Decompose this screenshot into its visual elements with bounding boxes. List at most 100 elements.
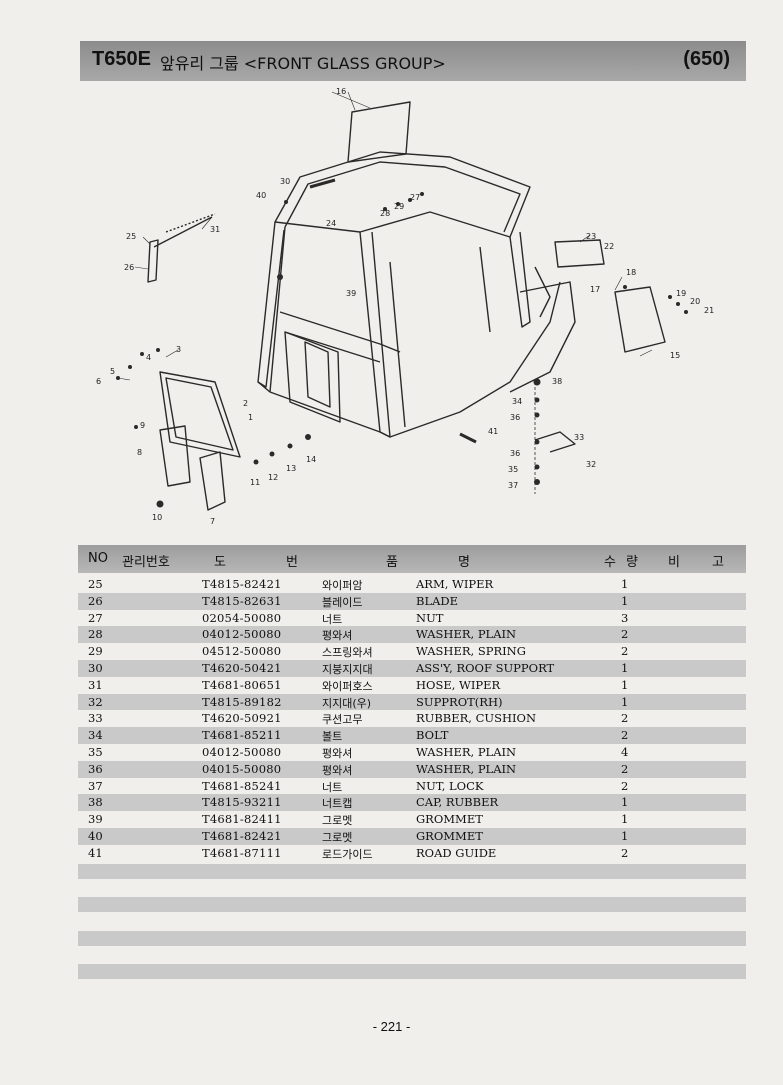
callout-37: 37 [508,481,518,490]
parts-table-body: 25 T4815-82421 와이퍼암 ARM, WIPER 1 26 T481… [78,576,746,862]
row-quantity: 2 [621,711,629,726]
callout-33: 33 [574,433,584,442]
header-remarks-char-1: 비 [668,555,680,570]
row-quantity: 1 [621,677,629,692]
row-part-number: T4681-82421 [202,828,282,843]
row-part-number: 02054-50080 [202,610,282,625]
table-row: 38 T4815-93211 너트캡 CAP, RUBBER 1 [78,794,746,812]
row-part-number: T4681-80651 [202,677,282,692]
header-name-char-2: 명 [458,555,470,570]
row-no: 37 [88,778,103,793]
row-korean-name: 지지대(우) [322,696,372,710]
callout-10: 10 [152,513,162,522]
callout-28: 28 [380,209,390,218]
callout-17: 17 [590,285,600,294]
row-part-number: T4815-89182 [202,694,282,709]
row-quantity: 1 [621,828,629,843]
row-english-name: WASHER, PLAIN [416,627,517,642]
row-quantity: 2 [621,644,629,659]
row-english-name: BLADE [416,593,459,608]
row-no: 28 [88,627,103,642]
row-quantity: 2 [621,627,629,642]
table-row: 29 04512-50080 스프링와셔 WASHER, SPRING 2 [78,643,746,660]
callout-31: 31 [210,225,220,234]
row-part-number: 04015-50080 [202,761,282,776]
row-no: 30 [88,660,103,675]
header-drawing-char-2: 번 [286,555,298,570]
row-english-name: SUPPROT(RH) [416,694,503,709]
row-part-number: 04512-50080 [202,644,282,659]
row-english-name: NUT [416,610,444,625]
callout-14: 14 [306,455,316,464]
callout-1: 1 [248,413,253,422]
section-code: (650) [683,48,730,70]
row-quantity: 2 [621,778,629,793]
parts-table-header: NO 관리번호 도 번 품 명 수 량 비 고 [78,545,746,573]
model-name: T650E [92,48,151,70]
row-part-number: T4681-87111 [202,845,282,860]
table-row: 40 T4681-82421 그로멧 GROMMET 1 [78,827,746,845]
table-row: 26 T4815-82631 블레이드 BLADE 1 [78,592,746,610]
row-no: 38 [88,795,103,810]
row-part-number: T4815-93211 [202,795,282,810]
row-no: 39 [88,812,103,827]
row-korean-name: 로드가이드 [322,847,373,861]
callout-18: 18 [626,268,636,277]
callout-27: 27 [410,193,420,202]
callout-24: 24 [326,219,336,228]
callout-9: 9 [140,421,145,430]
row-english-name: GROMMET [416,812,483,827]
row-english-name: RUBBER, CUSHION [416,711,537,726]
callout-13: 13 [286,464,296,473]
row-no: 27 [88,610,103,625]
row-part-number: T4815-82421 [202,577,282,591]
callout-6: 6 [96,377,101,386]
row-quantity: 2 [621,845,629,860]
row-no: 35 [88,744,103,759]
row-korean-name: 와이퍼호스 [322,679,373,693]
empty-table-band [78,964,746,979]
callout-12: 12 [268,473,278,482]
callout-30: 30 [280,177,290,186]
table-row: 31 T4681-80651 와이퍼호스 HOSE, WIPER 1 [78,677,746,694]
row-part-number: T4620-50921 [202,711,282,726]
row-korean-name: 그로멧 [322,830,353,844]
header-qty-char-1: 수 [604,555,616,570]
row-korean-name: 너트 [322,612,343,626]
row-english-name: HOSE, WIPER [416,677,501,692]
table-row: 33 T4620-50921 쿠션고무 RUBBER, CUSHION 2 [78,710,746,727]
table-row: 39 T4681-82411 그로멧 GROMMET 1 [78,811,746,828]
row-quantity: 4 [621,744,629,759]
header-management-number: 관리번호 [122,555,170,570]
callout-25: 25 [126,232,136,241]
row-quantity: 1 [621,577,629,591]
callout-22: 22 [604,242,614,251]
row-quantity: 2 [621,761,629,776]
section-title: 앞유리 그룹 <FRONT GLASS GROUP> [160,54,446,73]
exploded-parts-diagram: 1 2 3 4 5 6 7 8 9 10 11 12 13 14 15 16 1… [80,82,746,542]
row-korean-name: 평와셔 [322,629,353,643]
cab-drawing: 1 2 3 4 5 6 7 8 9 10 11 12 13 14 15 16 1… [96,87,714,526]
row-english-name: BOLT [416,728,449,743]
empty-table-band [78,931,746,946]
row-no: 41 [88,845,103,860]
row-no: 29 [88,644,103,659]
row-korean-name: 스프링와셔 [322,646,373,660]
row-korean-name: 너트캡 [322,797,353,811]
row-no: 32 [88,694,103,709]
row-english-name: WASHER, PLAIN [416,744,517,759]
row-korean-name: 볼트 [322,730,343,744]
row-quantity: 1 [621,795,629,810]
table-row: 27 02054-50080 너트 NUT 3 [78,610,746,627]
row-korean-name: 평와셔 [322,763,353,777]
row-part-number: T4620-50421 [202,660,282,675]
row-no: 36 [88,761,103,776]
callout-36b: 36 [510,449,520,458]
header-remarks-char-2: 고 [712,555,724,570]
table-row: 41 T4681-87111 로드가이드 ROAD GUIDE 2 [78,845,746,862]
row-part-number: T4681-85211 [202,728,282,743]
row-no: 25 [88,577,103,591]
callout-20: 20 [690,297,700,306]
row-korean-name: 지붕지지대 [322,662,373,676]
table-row: 32 T4815-89182 지지대(우) SUPPROT(RH) 1 [78,693,746,711]
